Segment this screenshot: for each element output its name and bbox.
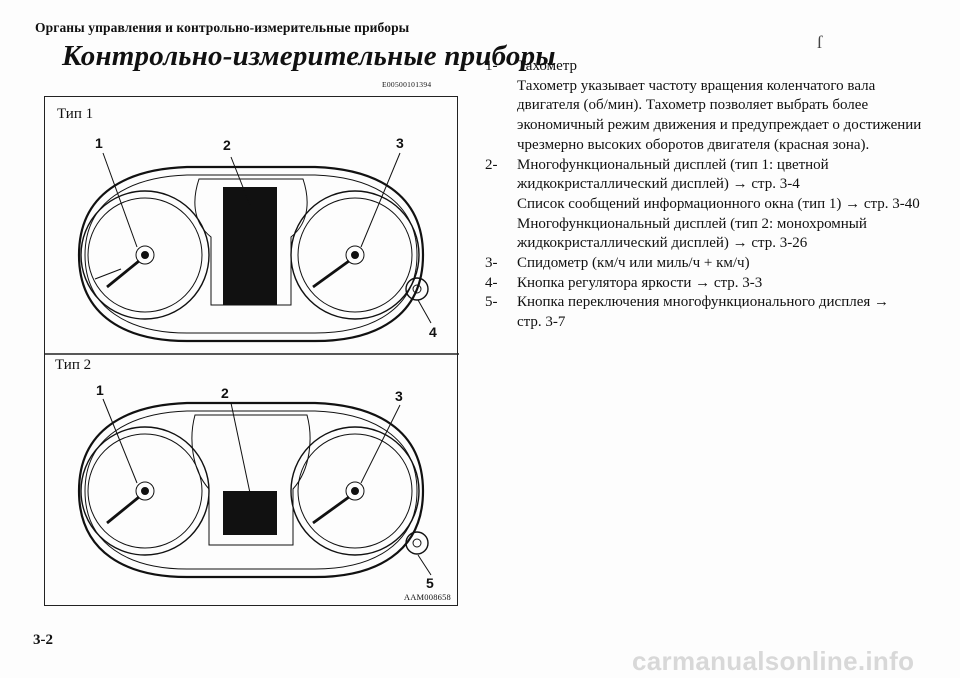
- legend-line: чрезмерно высоких оборотов двигателя (кр…: [517, 136, 870, 153]
- legend-line: экономичный режим движения и предупрежда…: [517, 117, 922, 134]
- legend-list: 1- Тахометр Тахометр указывает частоту в…: [485, 57, 925, 333]
- legend-line: Список сообщений информационного окна (т…: [517, 195, 920, 212]
- legend-item-2: 2- Многофункциональный дисплей (тип 1: ц…: [485, 156, 925, 255]
- legend-line: жидкокристаллический дисплей) → стр. 3-2…: [517, 235, 808, 252]
- page-number: 3-2: [33, 632, 53, 648]
- instrument-cluster-figure: Тип 1 1 2 3 4 Тип 2 1 2 3 5 AAM008658: [44, 96, 459, 606]
- leader-lines-type-2: [102, 398, 432, 576]
- running-header: Органы управления и контрольно-измерител…: [35, 20, 410, 35]
- legend-item-4: 4- Кнопка регулятора яркости → стр. 3-3: [485, 274, 925, 294]
- callout-1-type-2: 1: [96, 382, 104, 398]
- legend-item-number: 3-: [485, 255, 498, 272]
- legend-line: Многофункциональный дисплей (тип 1: цвет…: [517, 156, 829, 173]
- legend-line: жидкокристаллический дисплей) → стр. 3-4: [517, 176, 800, 193]
- callout-5-type-2: 5: [426, 575, 434, 591]
- leader-lines-type-1: [102, 152, 432, 324]
- legend-line: Кнопка регулятора яркости → стр. 3-3: [517, 274, 763, 291]
- type-1-label: Тип 1: [57, 106, 94, 122]
- callout-3-type-2: 3: [395, 388, 403, 404]
- cluster-illustration: [45, 152, 459, 579]
- legend-item-number: 1-: [485, 58, 498, 74]
- type-2-label: Тип 2: [55, 357, 92, 373]
- watermark: carmanualsonline.info: [632, 646, 915, 676]
- callout-3-type-1: 3: [396, 135, 404, 151]
- figure-code: AAM008658: [403, 592, 451, 602]
- legend-item-5: 5- Кнопка переключения многофункциональн…: [485, 293, 925, 332]
- callout-2-type-1: 2: [223, 137, 231, 153]
- cluster-type-1: [77, 165, 429, 343]
- legend-line: Спидометр (км/ч или миль/ч + км/ч): [517, 255, 750, 272]
- legend-item-number: 5-: [485, 294, 498, 311]
- legend-line: двигателя (об/мин). Тахометр позволяет в…: [517, 97, 869, 114]
- document-id: E00500101394: [382, 80, 432, 89]
- legend-line: Кнопка переключения многофункционального…: [517, 294, 890, 311]
- legend-item-number: 2-: [485, 156, 498, 173]
- legend-line: Тахометр указывает частоту вращения коле…: [517, 77, 876, 94]
- legend-item-1: 1- Тахометр Тахометр указывает частоту в…: [485, 57, 925, 156]
- legend-item-3: 3- Спидометр (км/ч или миль/ч + км/ч): [485, 254, 925, 274]
- page-title: Контрольно-измерительные приборы: [62, 40, 556, 72]
- callout-1-type-1: 1: [95, 135, 103, 151]
- legend-item-number: 4-: [485, 274, 498, 291]
- margin-mark: ſ: [817, 32, 823, 52]
- legend-line: Многофункциональный дисплей (тип 2: моно…: [517, 215, 867, 232]
- cluster-type-2: [77, 401, 429, 579]
- callout-4-type-1: 4: [429, 324, 437, 340]
- legend-line: Тахометр: [517, 58, 577, 74]
- legend-line: стр. 3-7: [517, 314, 566, 331]
- callout-2-type-2: 2: [221, 385, 229, 401]
